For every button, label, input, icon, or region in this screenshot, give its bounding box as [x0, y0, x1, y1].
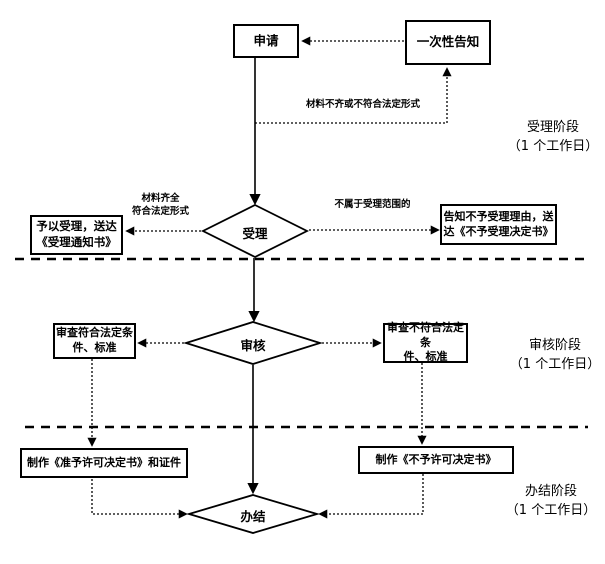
- out-of-scope-label: 不属于受理范围的: [334, 199, 411, 210]
- stage-duration: （1 个工作日）: [509, 356, 601, 372]
- stage-label-complete: 办结阶段 （1 个工作日）: [501, 483, 601, 521]
- review-pass-box: 审查符合法定条 件、标准: [53, 323, 136, 359]
- stage-duration: （1 个工作日）: [507, 138, 599, 154]
- make-permit-box: 制作《准予许可决定书》和证件: [20, 448, 188, 478]
- materials-incomplete-label: 材料不齐或不符合法定形式: [305, 99, 420, 110]
- materials-complete-label: 材料齐全 符合法定形式: [131, 193, 189, 217]
- stage-label-accept: 受理阶段 （1 个工作日）: [503, 119, 603, 157]
- apply-box: 申请: [233, 24, 299, 58]
- stage-duration: （1 个工作日）: [505, 502, 597, 518]
- stage-name: 受理阶段: [526, 120, 579, 135]
- one-time-notice-box: 一次性告知: [405, 20, 491, 65]
- stage-label-review: 审核阶段 （1 个工作日）: [505, 337, 605, 375]
- reject-accept-box: 告知不予受理理由，送 达《不予受理决定书》: [440, 204, 557, 245]
- complete-diamond: [185, 494, 321, 534]
- review-diamond-label: 审核: [240, 338, 266, 353]
- accept-diamond-label: 受理: [242, 226, 268, 241]
- review-diamond: [182, 321, 324, 365]
- grant-accept-box: 予以受理，送达 《受理通知书》: [30, 215, 123, 255]
- review-fail-box: 审查不符合法定条 件、标准: [383, 321, 468, 363]
- accept-diamond: [200, 203, 310, 259]
- edge-incomplete-to-notice: [255, 67, 452, 124]
- edge-permit-to-complete: [91, 479, 188, 519]
- edge-denial-to-complete: [318, 474, 424, 519]
- stage-name: 办结阶段: [524, 484, 577, 499]
- stage-name: 审核阶段: [528, 338, 581, 353]
- make-denial-box: 制作《不予许可决定书》: [358, 446, 514, 474]
- complete-diamond-label: 办结: [240, 509, 266, 524]
